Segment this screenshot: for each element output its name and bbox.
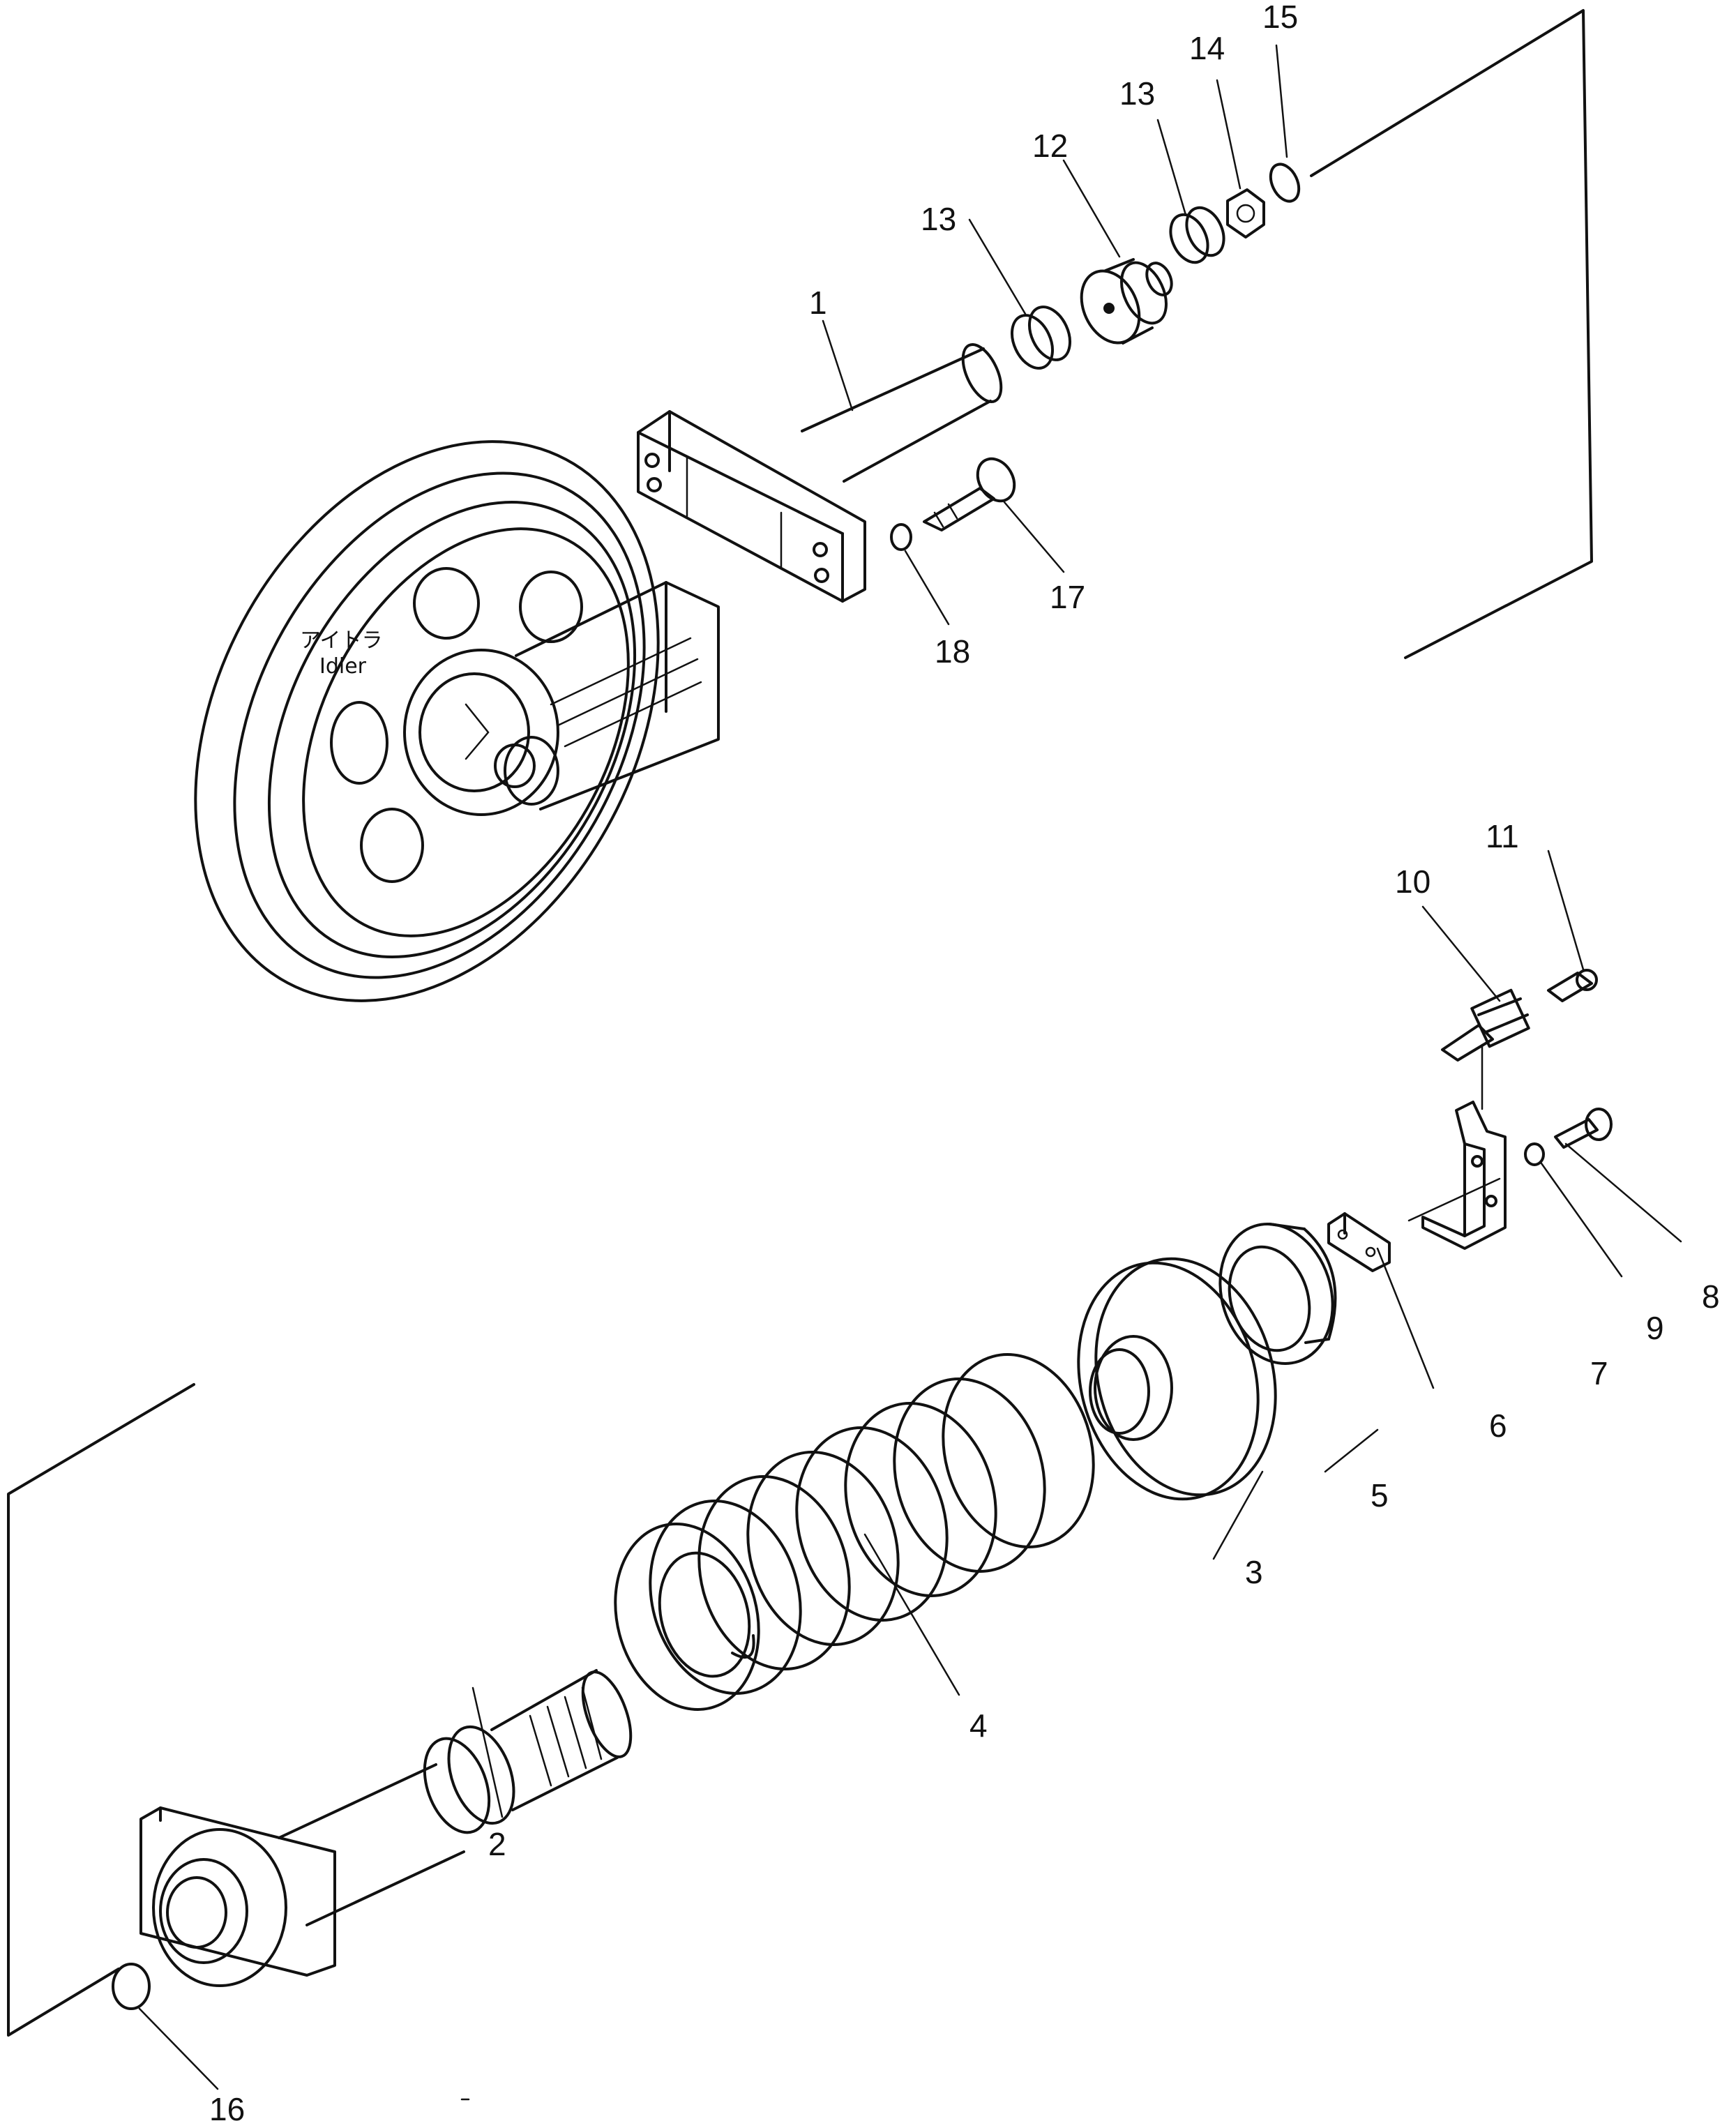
callout-10: 10 (1395, 863, 1431, 900)
callout-18: 18 (935, 633, 970, 670)
idler-wheel (194, 440, 720, 1002)
callout-13-b: 13 (1119, 75, 1155, 112)
idler-label-jp: アイトラ (300, 628, 383, 653)
part-18-washer (890, 523, 912, 551)
part-7-bracket-plate (1421, 1101, 1507, 1250)
part-15-snap-ring (1269, 163, 1301, 203)
callout-16: 16 (209, 2091, 245, 2121)
part-5-nut (1218, 1223, 1337, 1365)
part-3-spring-seat (1077, 1257, 1277, 1501)
callout-6: 6 (1489, 1407, 1507, 1444)
callout-17: 17 (1050, 579, 1085, 615)
part-13-bushing-a (1010, 305, 1072, 370)
part-4-spring (614, 1353, 1095, 1711)
callout-12: 12 (1032, 128, 1068, 164)
leader-lines (138, 44, 1682, 2101)
part-8-bolt (1554, 1108, 1613, 1149)
callout-8: 8 (1702, 1278, 1720, 1315)
part-12-collar (1080, 258, 1173, 345)
part-2-rod (139, 1669, 633, 1987)
callout-7: 7 (1590, 1355, 1608, 1391)
frame-lines (7, 9, 1593, 2037)
part-17-bolt (923, 457, 1016, 531)
callout-4: 4 (969, 1707, 988, 1744)
idler-label-en: Idler (319, 654, 367, 679)
callout-14: 14 (1189, 30, 1225, 66)
part-16-o-ring (112, 1963, 151, 2010)
part-14-nut (1226, 188, 1265, 239)
part-10-grease-valve (1441, 988, 1530, 1062)
callout-5: 5 (1371, 1477, 1389, 1514)
callout-11: 11 (1486, 818, 1519, 854)
part-1-shaft-bracket (637, 343, 1003, 603)
callout-2: 2 (488, 1826, 506, 1862)
callouts: 1 2 3 4 5 6 7 8 9 10 11 12 13 13 14 15 1… (209, 0, 1720, 2121)
callout-3: 3 (1245, 1554, 1263, 1590)
part-9-washer (1524, 1142, 1545, 1166)
part-6-plate (1327, 1212, 1391, 1272)
callout-13-a: 13 (921, 201, 956, 237)
callout-1: 1 (809, 285, 827, 321)
callout-9: 9 (1646, 1310, 1664, 1346)
part-11-grease-fitting (1547, 969, 1598, 1002)
part-13-bushing-b (1169, 206, 1225, 264)
callout-15: 15 (1262, 0, 1298, 35)
idler-label: アイトラ Idler (300, 628, 383, 679)
